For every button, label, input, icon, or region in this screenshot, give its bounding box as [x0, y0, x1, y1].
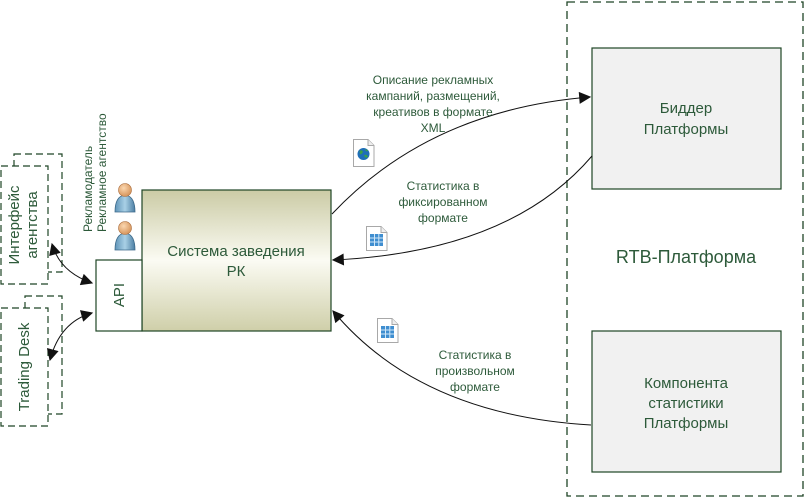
- agency-interface-label-line1: Интерфейс: [6, 185, 23, 265]
- tradingdesk-api-connector: [46, 310, 94, 362]
- trading-desk-box[interactable]: Trading Desk: [0, 295, 63, 427]
- actor-advertiser-label: Рекламодатель: [81, 146, 95, 232]
- api-label: API: [111, 283, 128, 307]
- user-icon: [114, 183, 136, 213]
- free-stats-label: Статистика в произвольном формате: [435, 348, 515, 394]
- svg-text:Статистика в: Статистика в: [439, 348, 512, 362]
- svg-text:Описание рекламных: Описание рекламных: [373, 73, 493, 87]
- system-label-line1: Система заведения: [167, 243, 305, 260]
- trading-desk-label: Trading Desk: [16, 322, 33, 411]
- spreadsheet-document-icon: [366, 226, 388, 251]
- stats-component-label-line1: Компонента: [644, 375, 728, 392]
- stats-component-label-line2: статистики: [648, 395, 723, 412]
- svg-text:креативов в формате: креативов в формате: [373, 105, 493, 119]
- agency-interface-box[interactable]: Интерфейс агентства: [0, 153, 63, 285]
- free-stats-connector: [332, 310, 592, 426]
- xml-globe-document-icon: [353, 139, 375, 167]
- agency-interface-label-line2: агентства: [24, 191, 41, 259]
- stats-component-label-line3: Платформы: [644, 415, 729, 432]
- api-box[interactable]: API: [95, 259, 143, 332]
- rtb-platform-label: RTB-Платформа: [616, 247, 757, 267]
- svg-text:Статистика в: Статистика в: [407, 179, 480, 193]
- xml-description-connector: [331, 91, 592, 215]
- fixed-stats-label: Статистика в фиксированном формате: [398, 179, 487, 225]
- agency-api-connector: [49, 242, 94, 286]
- svg-text:произвольном: произвольном: [435, 364, 515, 378]
- bidder-box[interactable]: Биддер Платформы: [591, 47, 782, 190]
- xml-description-label: Описание рекламных кампаний, размещений,…: [366, 73, 500, 135]
- svg-text:кампаний, размещений,: кампаний, размещений,: [366, 89, 500, 103]
- bidder-label-line2: Платформы: [644, 121, 729, 138]
- bidder-label-line1: Биддер: [660, 100, 712, 117]
- user-icon: [114, 221, 136, 251]
- svg-text:фиксированном: фиксированном: [398, 195, 487, 209]
- spreadsheet-document-icon: [377, 318, 399, 343]
- rtb-platform-container: RTB-Платформа: [566, 1, 804, 497]
- actor-agency-label: Рекламное агентство: [95, 113, 109, 232]
- svg-text:XML: XML: [421, 121, 446, 135]
- svg-text:формате: формате: [450, 380, 500, 394]
- stats-component-box[interactable]: Компонента статистики Платформы: [591, 330, 782, 473]
- system-box[interactable]: Система заведения РК: [141, 189, 332, 332]
- fixed-stats-connector: [331, 155, 593, 266]
- svg-text:формате: формате: [418, 211, 468, 225]
- system-label-line2: РК: [227, 263, 246, 280]
